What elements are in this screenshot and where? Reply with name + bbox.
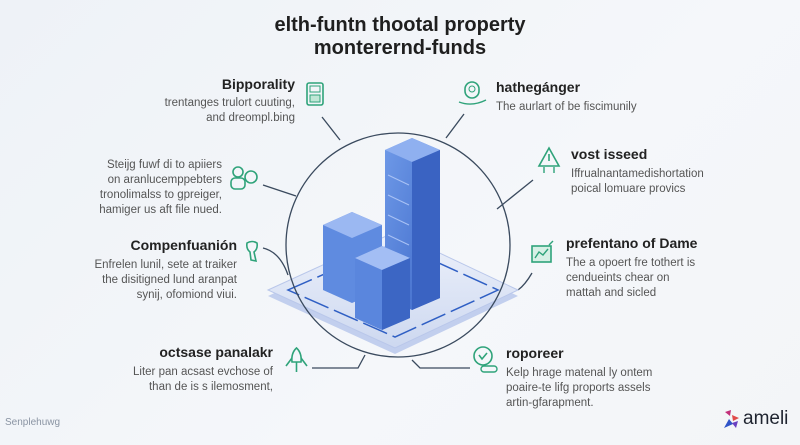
people-icon (230, 166, 258, 190)
item-desc: The a opoert fre tothert is (566, 257, 696, 269)
right-item-4: roporeer Kelp hrage matenal ly ontem poa… (506, 345, 652, 411)
item-title: prefentano of Dame (566, 235, 698, 251)
item-desc: Iffrualnantamedishortation (571, 168, 704, 180)
rocket-icon (285, 346, 308, 372)
logo-mark-icon (724, 410, 739, 428)
ring (285, 132, 511, 358)
item-title: vost isseed (571, 146, 648, 162)
item-desc: The aurlart of be fiscimunily (496, 101, 637, 113)
item-desc: poical lomuare provics (571, 183, 686, 195)
item-desc: trentanges trulort cuuting, (164, 97, 295, 109)
page-title-line1: elth-funtn thootal property (274, 14, 526, 36)
item-desc: than de is s ilemosment, (148, 381, 273, 393)
item-desc: mattah and sicled (566, 287, 657, 299)
left-item-3: Compenfuanión Enfrelen lunil, sete at tr… (94, 237, 237, 303)
left-item-4: octsase panalakr Liter pan acsast evchos… (133, 344, 273, 395)
right-item-3: prefentano of Dame The a opoert fre toth… (566, 235, 697, 301)
item-desc: Kelp hrage matenal ly ontem (506, 367, 653, 379)
item-title: roporeer (506, 345, 564, 361)
server-tower-icon (323, 138, 440, 330)
item-desc: Enfrelen lunil, sete at traiker (94, 259, 237, 271)
page-title-line2: monterernd-funds (313, 37, 487, 59)
item-title: hathegánger (496, 79, 581, 95)
right-item-1: hathegánger The aurlart of be fiscimunil… (496, 79, 637, 115)
tooth-icon (246, 240, 258, 263)
item-desc: the disitigned lund aranpat (102, 274, 237, 286)
connector-lines (262, 113, 534, 369)
right-item-2: vost isseed Iffrualnantamedishortation p… (571, 146, 704, 197)
item-desc: poaire-te lifg proports assels (506, 382, 651, 394)
item-desc: Steijg fuwf di to apiiers (106, 159, 222, 171)
item-desc: Liter pan acsast evchose of (133, 366, 273, 378)
item-desc: on aranlucemppebters (107, 174, 222, 186)
calculator-icon (306, 82, 324, 106)
item-title: octsase panalakr (159, 344, 273, 360)
shield-check-icon (473, 346, 498, 373)
logo-text: ameli (743, 408, 789, 429)
item-desc: cendueints chear on (566, 272, 670, 284)
warning-triangle-icon (537, 146, 561, 173)
footer-label: Senplehuwg (5, 417, 61, 428)
item-desc: hamiger us aft file nued. (99, 204, 222, 216)
chart-frame-icon (531, 240, 554, 263)
item-title: Compenfuanión (130, 237, 237, 253)
item-desc: tronolimalss to gpreiger, (99, 189, 222, 201)
item-desc: artin-gfarapment. (506, 397, 594, 409)
item-title: Bipporality (221, 76, 295, 92)
item-desc: synij, ofomiond viui. (136, 289, 237, 301)
user-badge-icon (458, 81, 487, 105)
item-desc: and dreompl.bing (206, 112, 295, 124)
brand-logo: ameli (722, 408, 788, 430)
left-item-2: Steijg fuwf di to apiiers on aranlucempp… (99, 158, 222, 218)
left-item-1: Bipporality trentanges trulort cuuting, … (165, 76, 295, 126)
